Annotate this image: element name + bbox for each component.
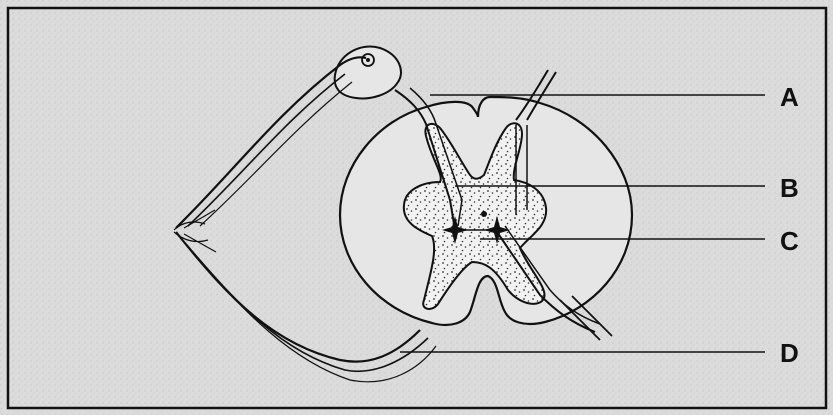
label-d: D [780, 338, 799, 368]
label-c: C [780, 226, 799, 256]
label-a: A [780, 82, 799, 112]
central-canal [481, 211, 487, 217]
label-b: B [780, 173, 799, 203]
